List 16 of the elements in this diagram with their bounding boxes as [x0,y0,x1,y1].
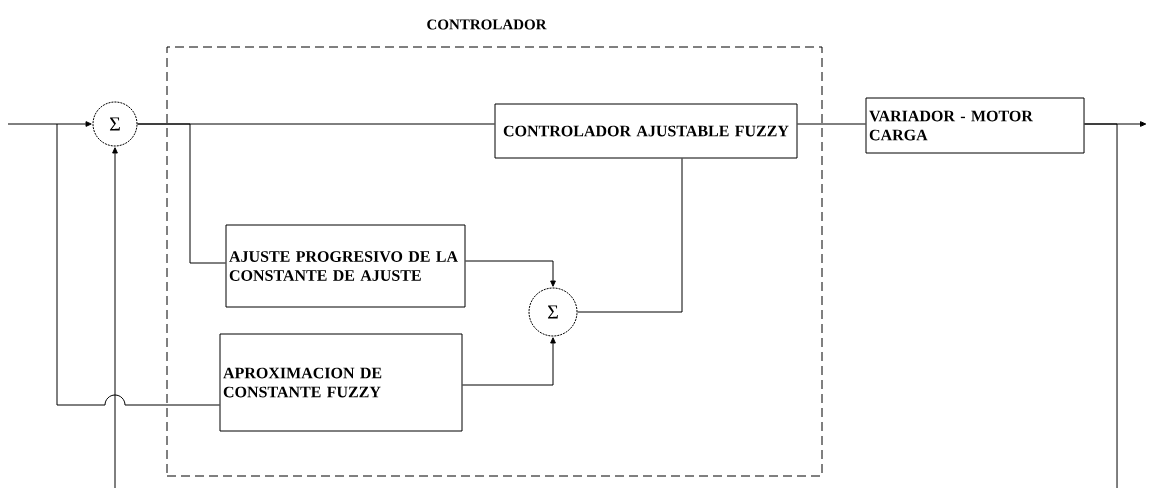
arrow [112,147,118,488]
group-heading: CONTROLADOR [427,19,547,30]
arrow [465,260,556,287]
arrow [462,337,556,386]
summing-junction: Σ [92,101,138,147]
signal-line [1084,123,1118,488]
block-box: AJUSTE PROGRESIVO DE LA CONSTANTE DE AJUSTE [225,224,466,308]
signal-line [56,123,220,406]
signal-line [797,123,866,125]
block-box: APROXIMACION DE CONSTANTE FUZZY [219,333,463,432]
summing-junction: Σ [528,287,578,337]
signal-line [137,123,226,264]
block-box: CONTROLADOR AJUSTABLE FUZZY [494,103,798,159]
signal-line [577,158,683,313]
block-box: VARIADOR - MOTOR CARGA [865,97,1085,154]
arrow [7,121,92,127]
